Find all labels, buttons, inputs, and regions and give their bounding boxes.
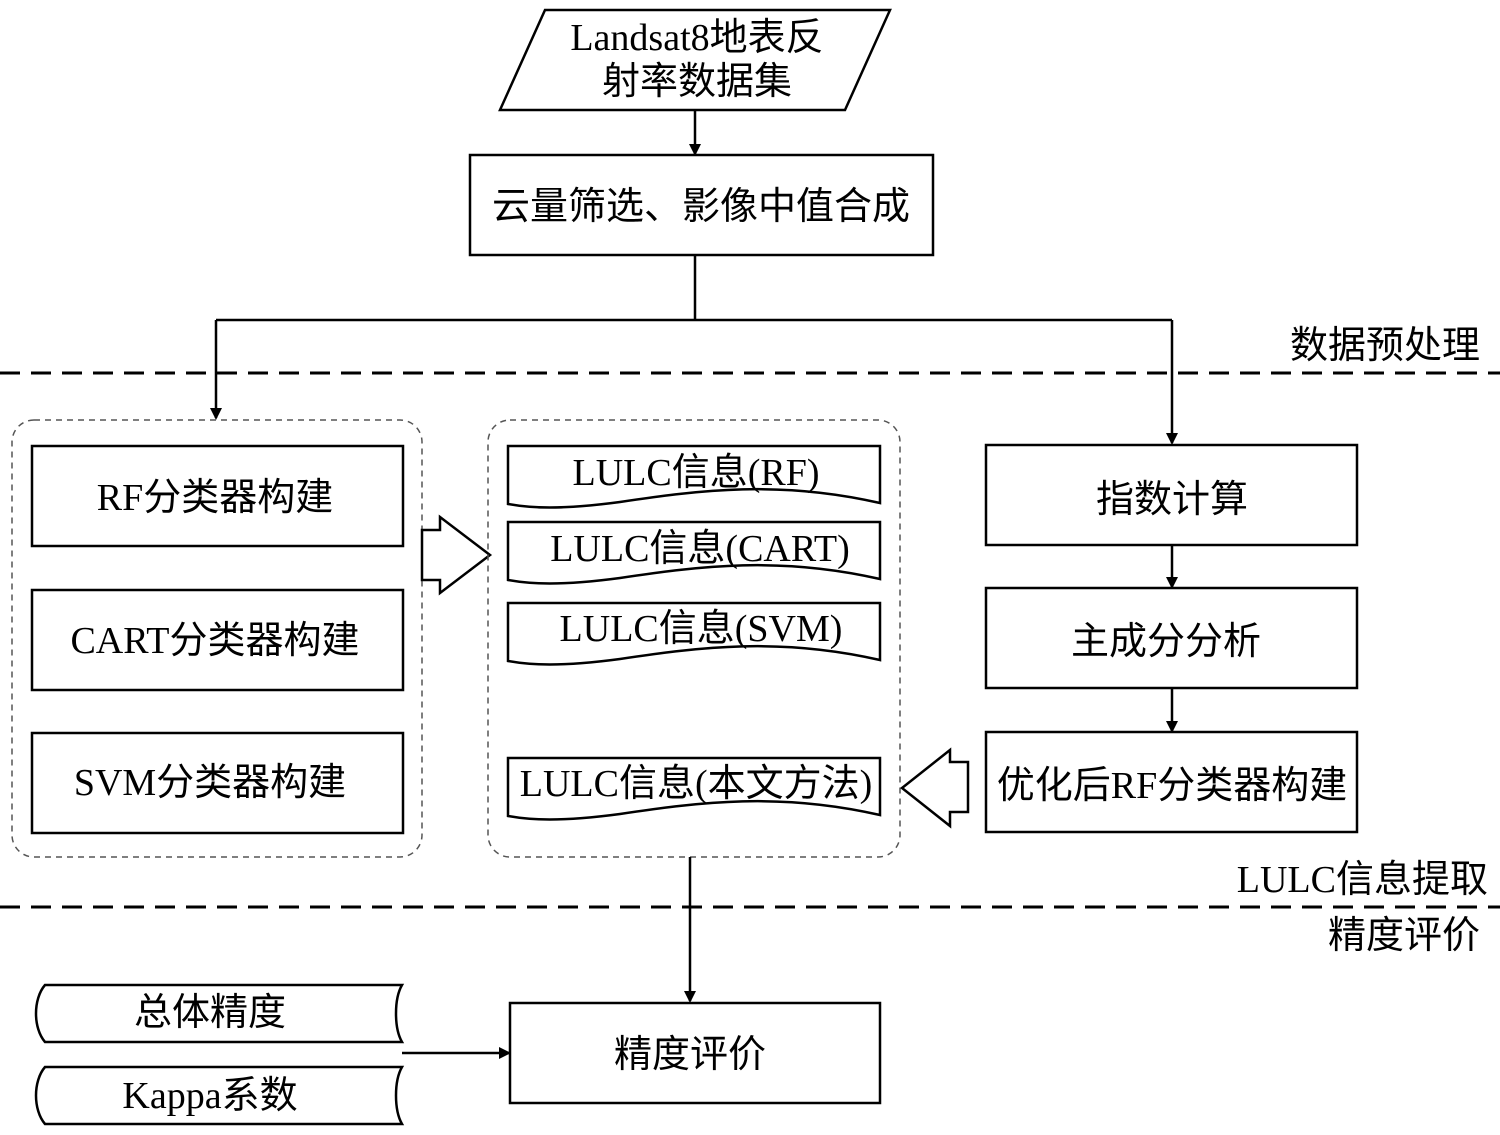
pipeline-node-optimized-rf bbox=[984, 730, 1359, 834]
evaluation-node bbox=[508, 1001, 882, 1105]
classifier-label-rf: RF分类器构建 bbox=[97, 477, 333, 519]
results-group bbox=[487, 419, 901, 858]
classifier-node-cart bbox=[30, 588, 405, 692]
arrow-classifiers-to-results bbox=[420, 514, 493, 596]
classifier-label-svm: SVM分类器构建 bbox=[74, 762, 346, 804]
section-label-extraction: LULC信息提取 bbox=[1237, 859, 1488, 901]
pipeline-label-pca: 主成分分析 bbox=[1071, 621, 1261, 663]
result-label-rf: LULC信息(RF) bbox=[572, 452, 819, 494]
preprocess-node bbox=[468, 153, 935, 257]
metric-label-kappa: Kappa系数 bbox=[122, 1075, 297, 1117]
result-label-cart: LULC信息(CART) bbox=[550, 528, 850, 570]
result-node-proposed bbox=[506, 756, 882, 821]
classifier-node-rf bbox=[30, 444, 405, 548]
classifier-group bbox=[11, 419, 423, 858]
pipeline-node-index-calc bbox=[984, 443, 1359, 547]
evaluation-label: 精度评价 bbox=[614, 1034, 766, 1076]
result-node-svm bbox=[506, 601, 882, 666]
arrow-pipeline-to-results bbox=[899, 747, 970, 829]
classifier-node-svm bbox=[30, 731, 405, 835]
result-node-rf bbox=[506, 444, 882, 509]
input-data-node bbox=[498, 8, 892, 112]
result-node-cart bbox=[506, 520, 882, 585]
pipeline-label-index-calc: 指数计算 bbox=[1096, 479, 1248, 521]
preprocess-label: 云量筛选、影像中值合成 bbox=[492, 186, 910, 228]
metric-label-overall-accuracy: 总体精度 bbox=[134, 992, 286, 1034]
input-data-label-line2: 射率数据集 bbox=[602, 61, 792, 103]
result-label-svm: LULC信息(SVM) bbox=[560, 608, 843, 650]
pipeline-node-pca bbox=[984, 586, 1359, 690]
input-data-label-line1: Landsat8地表反 bbox=[570, 17, 823, 59]
section-label-preprocessing: 数据预处理 bbox=[1290, 325, 1480, 367]
classifier-label-cart: CART分类器构建 bbox=[70, 620, 359, 662]
pipeline-label-optimized-rf: 优化后RF分类器构建 bbox=[997, 765, 1347, 807]
metric-node-kappa bbox=[34, 1065, 405, 1126]
section-label-evaluation: 精度评价 bbox=[1328, 915, 1480, 957]
result-label-proposed: LULC信息(本文方法) bbox=[520, 763, 873, 805]
metric-node-overall-accuracy bbox=[34, 983, 405, 1044]
